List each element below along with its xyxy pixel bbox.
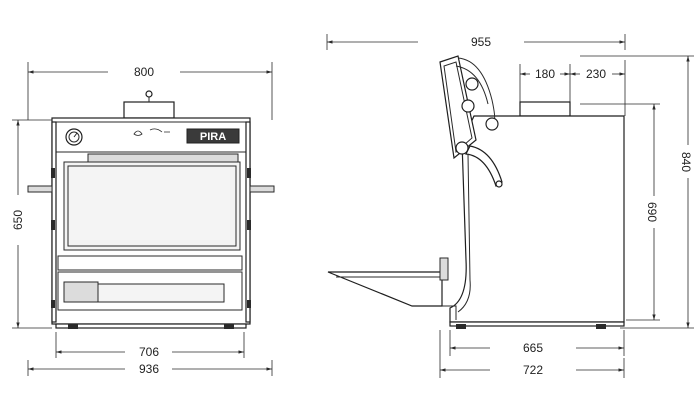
dim-label-722: 722 bbox=[523, 363, 543, 377]
dim-side-body-height: 690 bbox=[580, 103, 660, 321]
door-handle bbox=[87, 153, 239, 163]
dim-label-955: 955 bbox=[471, 35, 491, 49]
dim-side-total-height: 840 bbox=[580, 55, 694, 329]
front-chimney bbox=[123, 101, 175, 119]
dim-label-840: 840 bbox=[679, 152, 693, 172]
dim-side-chimney: 180 230 bbox=[519, 60, 626, 116]
dim-side-body-depth: 665 bbox=[449, 330, 625, 356]
dim-label-690: 690 bbox=[645, 202, 659, 222]
door-lever bbox=[465, 145, 503, 187]
dim-label-665: 665 bbox=[523, 341, 543, 355]
ash-drawer bbox=[97, 283, 225, 303]
dim-front-outer-width: 936 bbox=[27, 360, 273, 376]
ash-drawer-left bbox=[63, 281, 99, 303]
hinge-knob-icon bbox=[465, 77, 479, 91]
dim-side-base-depth: 722 bbox=[439, 330, 625, 378]
side-door bbox=[439, 55, 477, 160]
dim-front-inner-width: 706 bbox=[55, 332, 245, 359]
left-handle bbox=[27, 185, 53, 193]
brand-label: PIRA bbox=[200, 131, 226, 143]
dim-side-total-depth: 955 bbox=[326, 34, 626, 50]
control-glyph-icon bbox=[149, 128, 170, 133]
dim-front-top-width: 800 bbox=[27, 62, 273, 120]
side-body bbox=[449, 115, 625, 323]
dim-front-height: 650 bbox=[11, 119, 52, 329]
flame-icon bbox=[133, 130, 143, 136]
brand-badge: PIRA bbox=[186, 128, 240, 144]
dim-label-800: 800 bbox=[134, 65, 154, 79]
dim-label-650: 650 bbox=[11, 210, 25, 230]
dim-label-230: 230 bbox=[586, 67, 606, 81]
door-window bbox=[63, 161, 241, 251]
side-chimney bbox=[519, 101, 571, 117]
front-view: 800 650 PIRA bbox=[11, 62, 275, 376]
right-handle bbox=[249, 185, 275, 193]
dim-label-936: 936 bbox=[139, 362, 159, 376]
side-view: 955 180 230 840 690 bbox=[326, 34, 694, 378]
dim-label-706: 706 bbox=[139, 345, 159, 359]
dim-label-180: 180 bbox=[535, 67, 555, 81]
